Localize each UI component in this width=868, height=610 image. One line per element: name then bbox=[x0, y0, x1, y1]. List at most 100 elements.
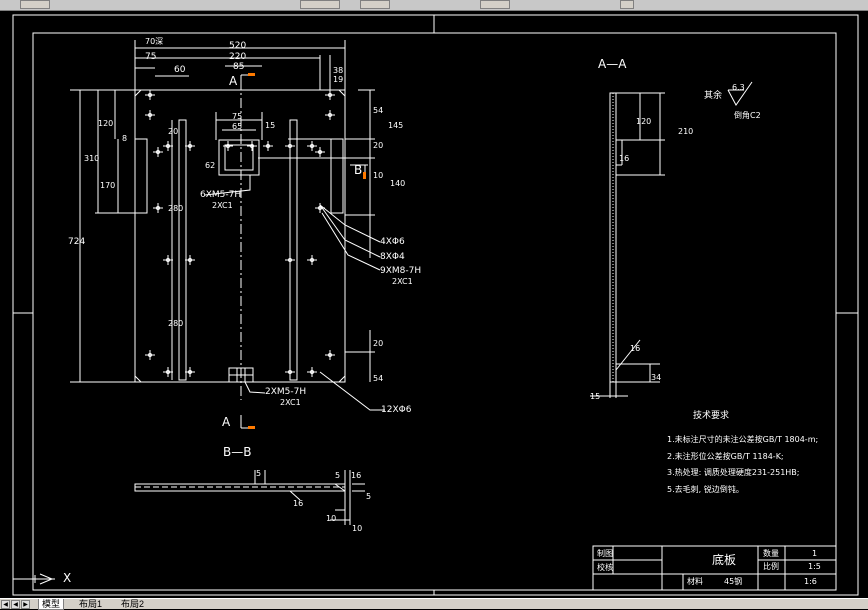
toolbar-button[interactable] bbox=[620, 0, 634, 9]
dim-724: 724 bbox=[68, 237, 86, 247]
plate-outline bbox=[134, 89, 346, 383]
chamfer-note: 倒角C2 bbox=[734, 111, 761, 120]
dim-170: 170 bbox=[100, 181, 116, 190]
dim-15: 15 bbox=[265, 121, 276, 130]
tb-qty: 1 bbox=[812, 549, 818, 558]
hole-mark bbox=[285, 141, 295, 151]
dim-220: 220 bbox=[229, 52, 247, 62]
hole-mark bbox=[263, 141, 273, 151]
dim-10: 10 bbox=[373, 171, 384, 180]
tech-line: 1.未标注尺寸的未注公差按GB/T 1804-m; bbox=[667, 435, 819, 444]
section-marker-b: B bbox=[354, 163, 363, 177]
dim-140: 140 bbox=[390, 179, 406, 188]
hole-mark bbox=[145, 90, 155, 100]
hole-mark bbox=[145, 350, 155, 360]
section-bb-title: B—B bbox=[223, 445, 252, 459]
ucs-icon bbox=[13, 573, 55, 585]
hole-mark bbox=[153, 147, 163, 157]
hole-mark bbox=[247, 141, 257, 151]
dim-60: 60 bbox=[174, 65, 186, 75]
drawing-frame bbox=[32, 32, 837, 591]
hole-mark bbox=[223, 141, 233, 151]
plan-dimensions bbox=[70, 40, 385, 429]
layout-tabs: ◀ ◀ ▶ 模型 布局1 布局2 bbox=[0, 598, 868, 610]
dim-54a: 54 bbox=[373, 106, 384, 115]
tb-drawn-label: 制图 bbox=[597, 549, 613, 558]
hole-mark bbox=[285, 255, 295, 265]
tb-material: 45钢 bbox=[724, 577, 743, 586]
dim-145: 145 bbox=[388, 121, 404, 130]
hole-mark bbox=[307, 141, 317, 151]
hole-mark bbox=[325, 90, 335, 100]
tab-layout1[interactable]: 布局1 bbox=[79, 599, 103, 609]
callout-m5-top-depth: 2XC1 bbox=[212, 201, 233, 210]
section-aa-title: A—A bbox=[598, 57, 627, 71]
toolbar-button[interactable] bbox=[300, 0, 340, 9]
aa-dim-16: 16 bbox=[619, 154, 630, 163]
aa-dim-120: 120 bbox=[636, 117, 652, 126]
hole-mark bbox=[285, 367, 295, 377]
hole-mark bbox=[145, 110, 155, 120]
bb-dim-16: 16 bbox=[351, 471, 362, 480]
title-block bbox=[592, 545, 837, 591]
tab-layout2[interactable]: 布局2 bbox=[121, 599, 145, 609]
tb-material-label: 材料 bbox=[687, 577, 703, 586]
dim-20c: 20 bbox=[373, 339, 384, 348]
tech-line: 5.去毛刺, 锐边倒钝。 bbox=[667, 485, 744, 494]
tech-heading: 技术要求 bbox=[693, 411, 730, 421]
dim-20a: 20 bbox=[168, 127, 179, 136]
roughness-value: 6.3 bbox=[732, 83, 745, 92]
hole-mark bbox=[163, 255, 173, 265]
tab-model[interactable]: 模型 bbox=[38, 599, 65, 610]
dim-38: 38 bbox=[333, 66, 344, 75]
toolbar bbox=[0, 0, 868, 11]
dim-120: 120 bbox=[98, 119, 114, 128]
dim-280b: 280 bbox=[168, 319, 184, 328]
aa-dim-34: 34 bbox=[651, 373, 662, 382]
bb-dim-10b: 10 bbox=[352, 524, 363, 533]
aa-dim-15: 15 bbox=[590, 392, 601, 401]
tb-part-name: 底板 bbox=[712, 553, 737, 567]
dim-20b: 20 bbox=[373, 141, 384, 150]
dim-280a: 280 bbox=[168, 204, 184, 213]
tech-line: 2.未注形位公差按GB/T 1184-K; bbox=[667, 452, 784, 461]
dim-75a: 75 bbox=[145, 52, 157, 62]
toolbar-button[interactable] bbox=[20, 0, 50, 9]
callout-8x4: 8XΦ4 bbox=[380, 252, 405, 262]
bb-dim-16b: 16 bbox=[293, 499, 304, 508]
aa-dim-16b: 16 bbox=[630, 344, 641, 353]
hole-mark bbox=[307, 367, 317, 377]
roughness-label: 其余 bbox=[704, 91, 723, 101]
hole-mark bbox=[163, 141, 173, 151]
dim-520: 520 bbox=[229, 41, 247, 51]
toolbar-button[interactable] bbox=[360, 0, 390, 9]
drawing-canvas[interactable]: 70深 520 220 75 60 85 38 19 75 65 15 54 1… bbox=[0, 10, 868, 598]
section-aa bbox=[590, 81, 753, 398]
dim-8: 8 bbox=[122, 134, 128, 143]
bb-dim-5c: 5 bbox=[366, 492, 372, 501]
section-marker-a-bottom: A bbox=[222, 415, 231, 429]
callout-m5-bottom: 2XM5-7H bbox=[265, 387, 307, 397]
bb-dim-5a: 5 bbox=[256, 469, 262, 478]
callout-m5-bottom-depth: 2XC1 bbox=[280, 398, 301, 407]
dim-85: 85 bbox=[233, 62, 245, 72]
hole-mark bbox=[185, 141, 195, 151]
toolbar-button[interactable] bbox=[480, 0, 510, 9]
hole-mark bbox=[185, 367, 195, 377]
outer-border bbox=[12, 14, 859, 596]
hole-mark bbox=[315, 147, 325, 157]
dim-70: 70深 bbox=[145, 37, 164, 46]
tb-scale: 1:5 bbox=[808, 562, 821, 571]
tb-qty-label: 数量 bbox=[763, 549, 779, 558]
bb-dim-5b: 5 bbox=[335, 471, 341, 480]
hole-mark bbox=[163, 367, 173, 377]
tb-scale-label: 比例 bbox=[763, 562, 779, 571]
ucs-x-label: X bbox=[63, 571, 72, 585]
dim-62: 62 bbox=[205, 161, 216, 170]
dim-54b: 54 bbox=[373, 374, 384, 383]
aa-dim-210: 210 bbox=[678, 127, 694, 136]
dim-65: 65 bbox=[232, 122, 243, 131]
hole-mark bbox=[307, 255, 317, 265]
hole-mark bbox=[153, 203, 163, 213]
callout-12x6: 12XΦ6 bbox=[381, 405, 412, 415]
